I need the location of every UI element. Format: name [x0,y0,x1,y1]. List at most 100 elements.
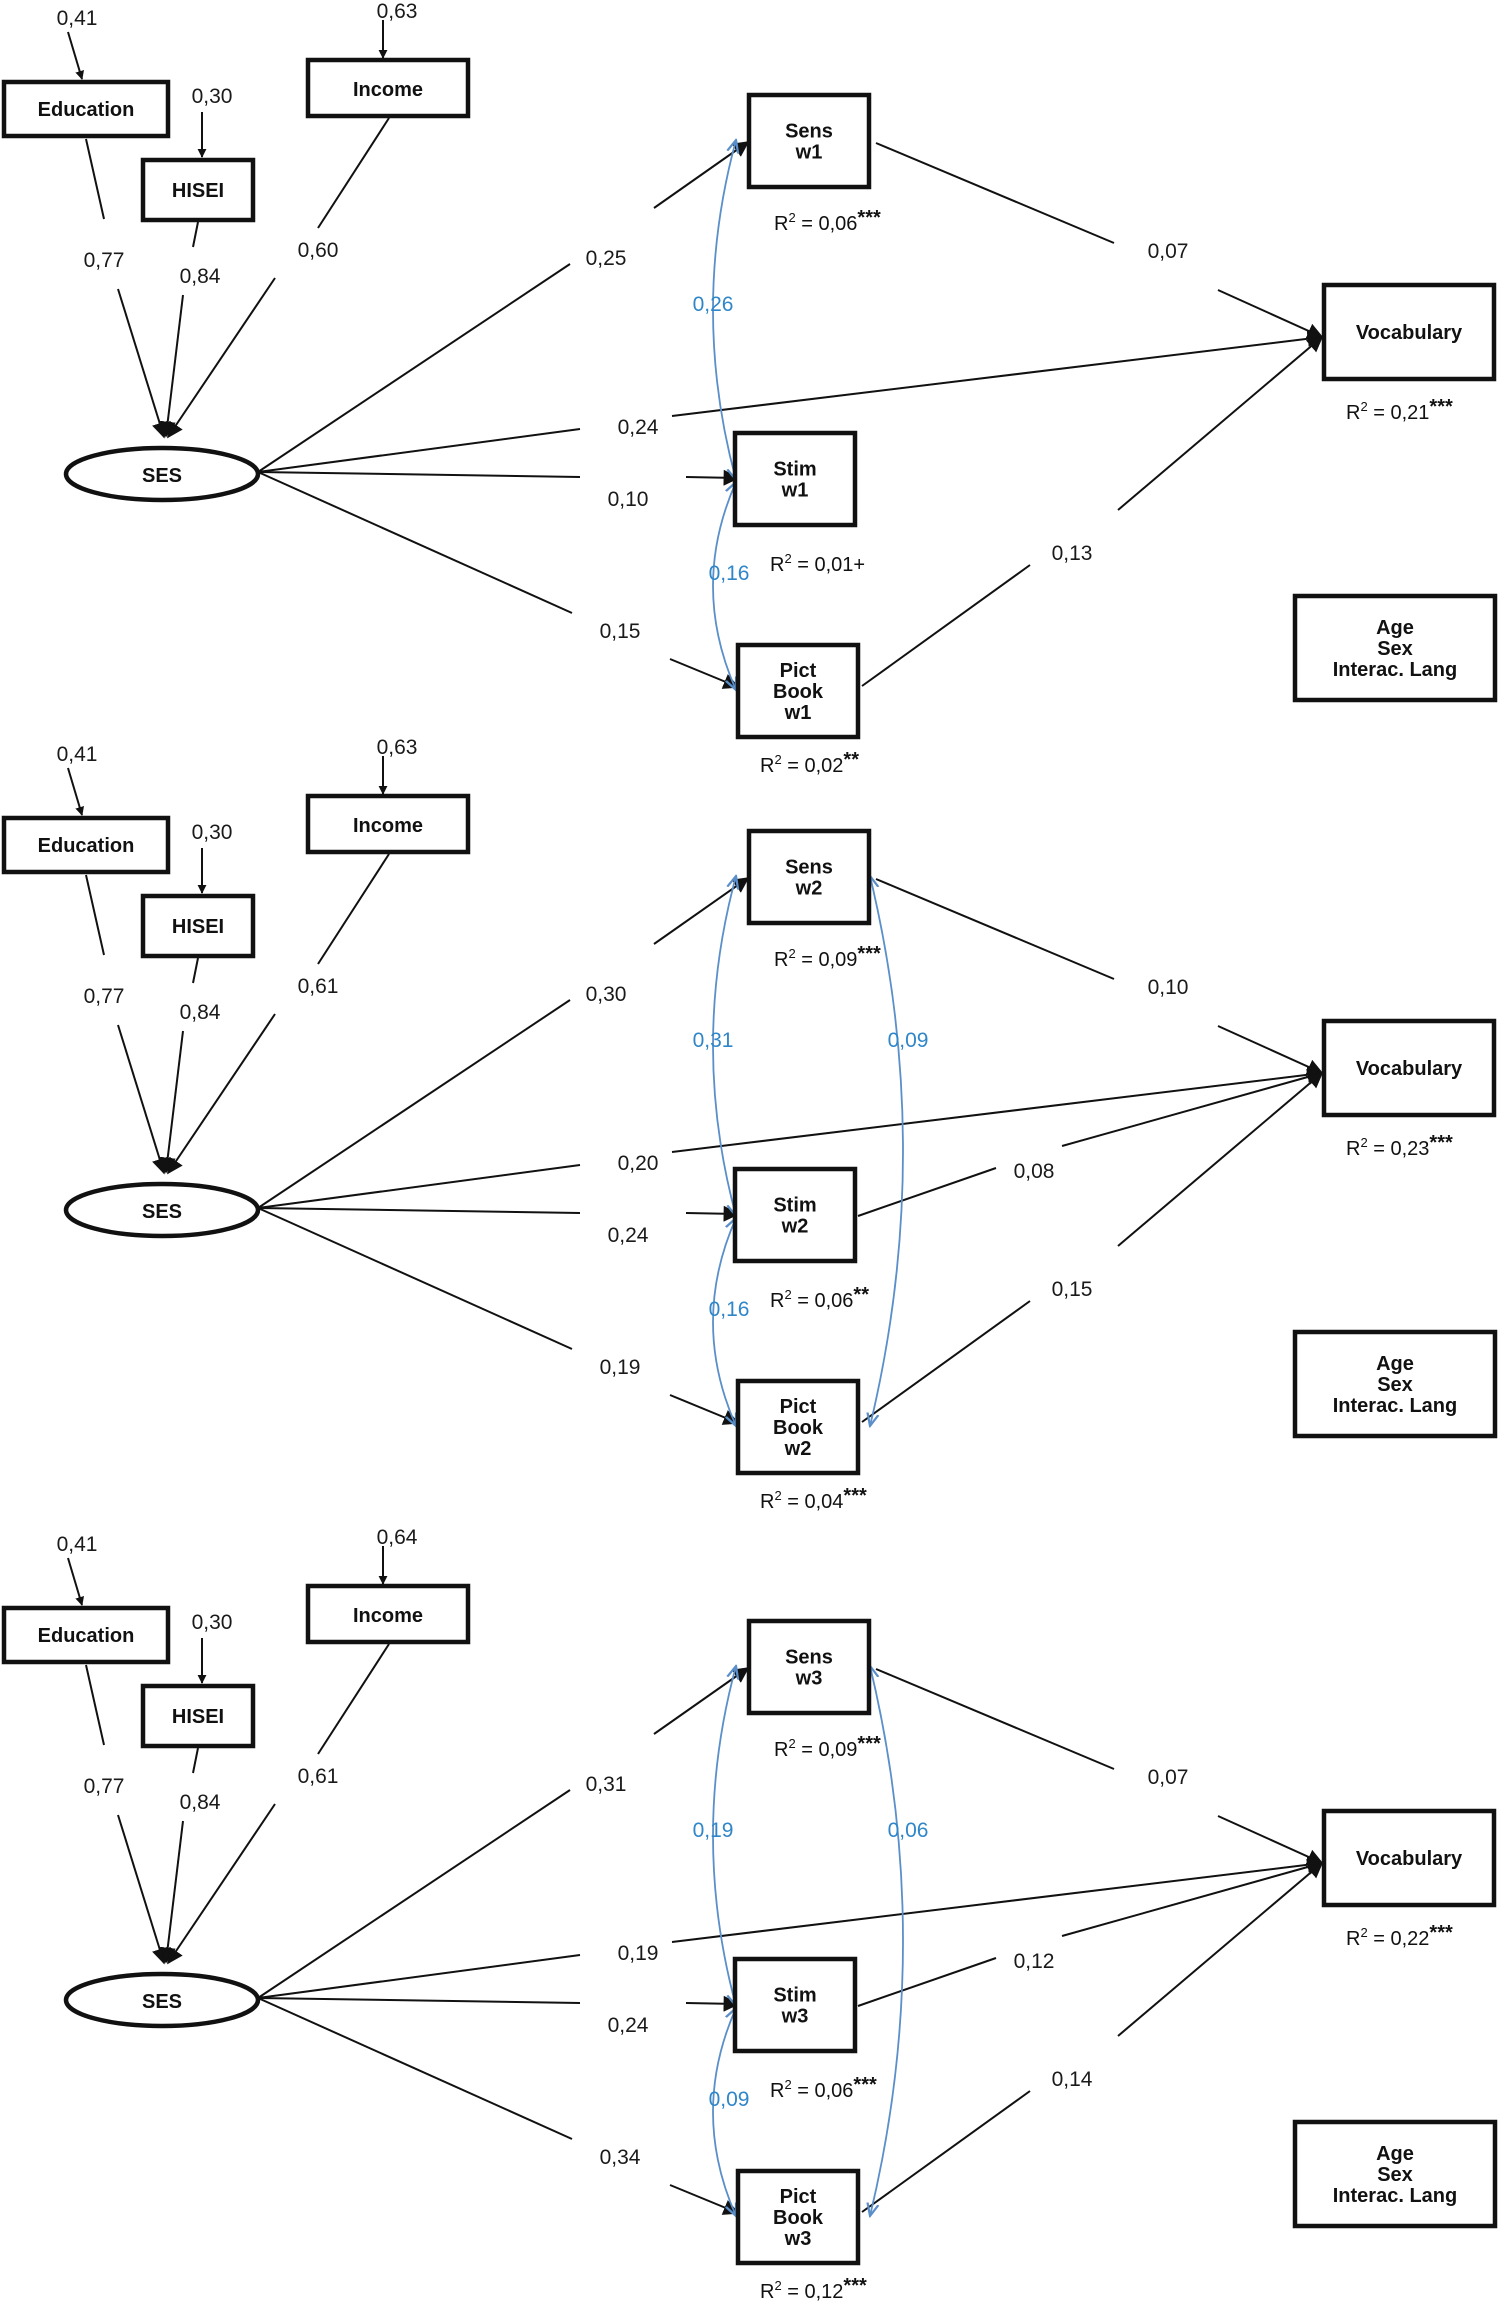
hisei-box [140,157,256,223]
sens-to-vocab-label: 0,10 [1148,976,1189,999]
pict-book-box-label-line-1: Pict [780,1396,817,1418]
sens-r2-sup: 2 [788,1736,795,1751]
ses-to-vocab-line-a [257,1954,581,1999]
ses-to-vocab-line-a [257,1164,581,1209]
pict-to-vocab-line-a [861,564,1031,687]
sens-pict-covariance [870,1666,904,2216]
pict-book-box-label-line-3: w2 [784,1438,812,1460]
pict-to-vocab-line-b [1117,335,1324,511]
stim-r2-sup: 2 [784,551,791,566]
vocabulary-r2-value: = 0,21 [1368,402,1430,424]
stim-pict-covariance [712,482,736,690]
stim-box [732,1166,858,1264]
sens-stim-covariance [712,140,736,480]
ses-to-stim-label: 0,24 [608,1224,649,1247]
stim-to-vocab-line-b [1061,1859,1324,1937]
sens-to-vocab-line-a [875,878,1115,980]
stim-r2-stars: ** [853,1284,869,1306]
education-loading-line-b [117,288,168,439]
covariates-box-label-line-1: Age [1376,2143,1414,2165]
income-error-label: 0,63 [377,0,418,23]
ses-to-pict-label: 0,34 [600,2146,641,2169]
stim-to-vocab-line-b [1061,1069,1324,1147]
stim-r2: R2 = 0,06*** [770,2074,877,2102]
sens-box-label-line-2: w1 [795,142,823,164]
sens-to-vocab-line-b [1217,289,1324,339]
income-loading-line-b [167,277,276,439]
vocabulary-box [1321,1808,1497,1908]
education-loading-line-a [85,138,105,220]
hisei-loading-line-b [159,294,184,438]
stim-pict-covariance [712,2008,736,2216]
vocabulary-r2-sup: 2 [1360,1135,1367,1150]
pict-book-box [735,642,861,740]
ses-to-vocab-label: 0,19 [618,1942,659,1965]
sens-r2-stars: *** [857,207,881,229]
hisei-box-label: HISEI [172,180,224,202]
sens-r2-stars: *** [857,943,881,965]
ses-to-vocab-line-b [671,1066,1324,1153]
sens-stim-covariance [712,876,736,1216]
stim-r2: R2 = 0,06** [770,1284,869,1312]
sens-r2-sup: 2 [788,946,795,961]
sens-r2-sup: 2 [788,210,795,225]
vocabulary-r2-prefix: R [1346,402,1360,424]
sens-box [746,1618,872,1716]
pict-book-r2-value: = 0,02 [782,755,844,777]
ses-to-pict-line-a [257,1207,573,1350]
pict-book-r2: R2 = 0,02** [760,749,859,777]
education-box [1,1605,171,1665]
education-loading-line-b [117,1024,168,1175]
pict-book-box [735,2168,861,2266]
pict-book-r2-value: = 0,04 [782,1491,844,1513]
pict-book-r2-stars: *** [843,2275,867,2297]
ses-to-stim-label: 0,24 [608,2014,649,2037]
education-loading-label: 0,77 [84,985,125,1008]
hisei-loading-line-a [192,221,199,248]
vocabulary-r2-stars: *** [1429,1132,1453,1154]
stim-to-vocab-label: 0,08 [1014,1160,1055,1183]
ses-to-sens-label: 0,31 [586,1773,627,1796]
ses-to-stim-line-a [257,1997,581,2004]
ses-to-vocab-label: 0,24 [618,416,659,439]
ses-to-stim-line-a [257,1207,581,1214]
education-loading-line-a [85,1664,105,1746]
ses-to-pict-line-a [257,471,573,614]
sens-stim-covariance-label: 0,26 [693,293,734,316]
income-box [305,793,471,855]
pict-book-box-label-line-3: w3 [784,2228,812,2250]
vocabulary-r2-stars: *** [1429,396,1453,418]
ses-to-stim-line-b [685,1995,740,2012]
education-error-arrow [67,1557,85,1606]
ses-to-pict-line-b [669,658,740,689]
vocabulary-r2: R2 = 0,21*** [1346,396,1453,424]
covariates-box [1292,593,1498,703]
hisei-loading-line-b [159,1030,184,1174]
sens-to-vocab-label: 0,07 [1148,1766,1189,1789]
ses-to-vocab-label: 0,20 [618,1152,659,1175]
vocabulary-r2-prefix: R [1346,1138,1360,1160]
ses-to-stim-line-b [685,469,740,486]
pict-book-r2-sup: 2 [774,1488,781,1503]
stim-box-label-line-2: w2 [781,1216,809,1238]
covariates-box-label-line-2: Sex [1377,2164,1413,2186]
pict-book-box-label-line-2: Book [773,681,824,703]
ses-ellipse [63,1971,261,2029]
ses-label: SES [142,1201,182,1223]
education-error-label: 0,41 [57,1533,98,1556]
sens-to-vocab-line-a [875,142,1115,244]
ses-to-sens-line-a [257,1789,571,1999]
stim-box-label-line-2: w3 [781,2006,809,2028]
pict-book-box-label-line-1: Pict [780,2186,817,2208]
sens-box-label-line-2: w2 [795,878,823,900]
stim-r2-value: = 0,01+ [792,554,865,576]
stim-box-label-line-1: Stim [773,1985,816,2007]
pict-book-box-label-line-3: w1 [784,702,812,724]
education-loading-label: 0,77 [84,1775,125,1798]
income-loading-label: 0,60 [298,239,339,262]
education-loading-label: 0,77 [84,249,125,272]
covariates-box-label-line-3: Interac. Lang [1333,1395,1457,1417]
